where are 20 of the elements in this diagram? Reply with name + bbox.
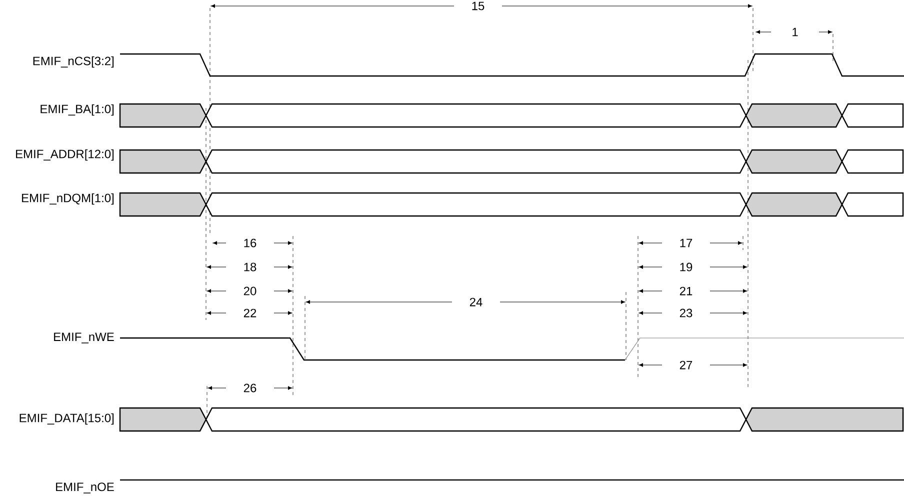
signal-name: EMIF_nCS[3:2] <box>33 56 114 68</box>
signal-name: EMIF_BA[1:0] <box>40 104 114 116</box>
dimension-label: 20 <box>226 286 274 296</box>
signal-name: EMIF_ADDR[12:0] <box>16 149 114 161</box>
signal-name: EMIF_nDQM[1:0] <box>22 193 114 205</box>
dimension-label: 22 <box>226 308 274 318</box>
dimension-label: 19 <box>662 262 710 272</box>
dimension-label: 17 <box>662 238 710 248</box>
dimension-label: 18 <box>226 262 274 272</box>
dimension-label: 16 <box>226 238 274 248</box>
dimension-label: 15 <box>454 1 502 11</box>
dimension-label: 1 <box>771 27 819 37</box>
dimension-label: 21 <box>662 286 710 296</box>
signal-name: EMIF_nOE <box>56 482 114 494</box>
dimension-label: 24 <box>452 297 500 307</box>
dimension-label: 26 <box>226 383 274 393</box>
signal-name: EMIF_nWE <box>54 332 114 344</box>
dimension-label: 23 <box>662 308 710 318</box>
dimension-label: 27 <box>662 360 710 370</box>
signal-name: EMIF_DATA[15:0] <box>20 413 114 425</box>
